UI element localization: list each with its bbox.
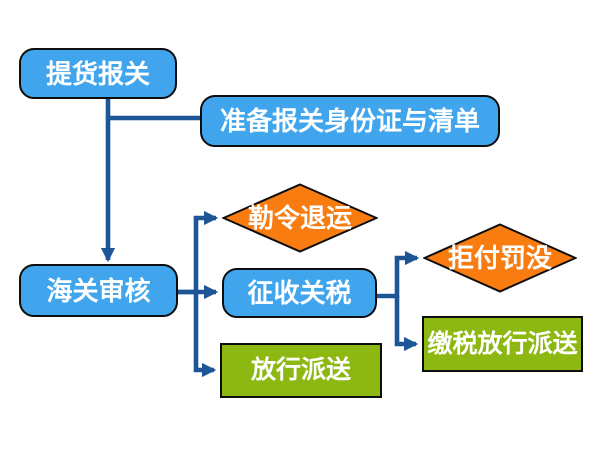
- edge-collect-paytax: [394, 296, 419, 352]
- edge-review-release: [193, 292, 217, 378]
- node-refuse-confiscate-diamond: 拒付罚没: [423, 223, 577, 293]
- node-prepare-documents-label: 准备报关身份证与清单: [219, 106, 480, 136]
- node-pay-tax-release-deliver-label: 缴税放行派送: [427, 329, 578, 358]
- node-order-return-diamond: 勒令退运: [222, 183, 378, 253]
- node-pickup-declare-label: 提货报关: [45, 58, 150, 89]
- node-customs-review: 海关审核: [19, 264, 178, 317]
- edge-collect-refuse: [377, 250, 420, 299]
- diamond-shape: [222, 183, 378, 253]
- node-customs-review-label: 海关审核: [46, 275, 151, 306]
- node-collect-tariff-label: 征收关税: [247, 278, 352, 308]
- node-pay-tax-release-deliver: 缴税放行派送: [422, 316, 583, 372]
- node-pickup-declare: 提货报关: [19, 48, 177, 99]
- diamond-shape: [423, 223, 577, 293]
- node-collect-tariff: 征收关税: [222, 268, 377, 318]
- edge-review-return: [178, 210, 219, 295]
- node-prepare-documents: 准备报关身份证与清单: [200, 95, 500, 147]
- node-release-deliver-label: 放行派送: [250, 356, 351, 384]
- node-release-deliver: 放行派送: [220, 343, 382, 398]
